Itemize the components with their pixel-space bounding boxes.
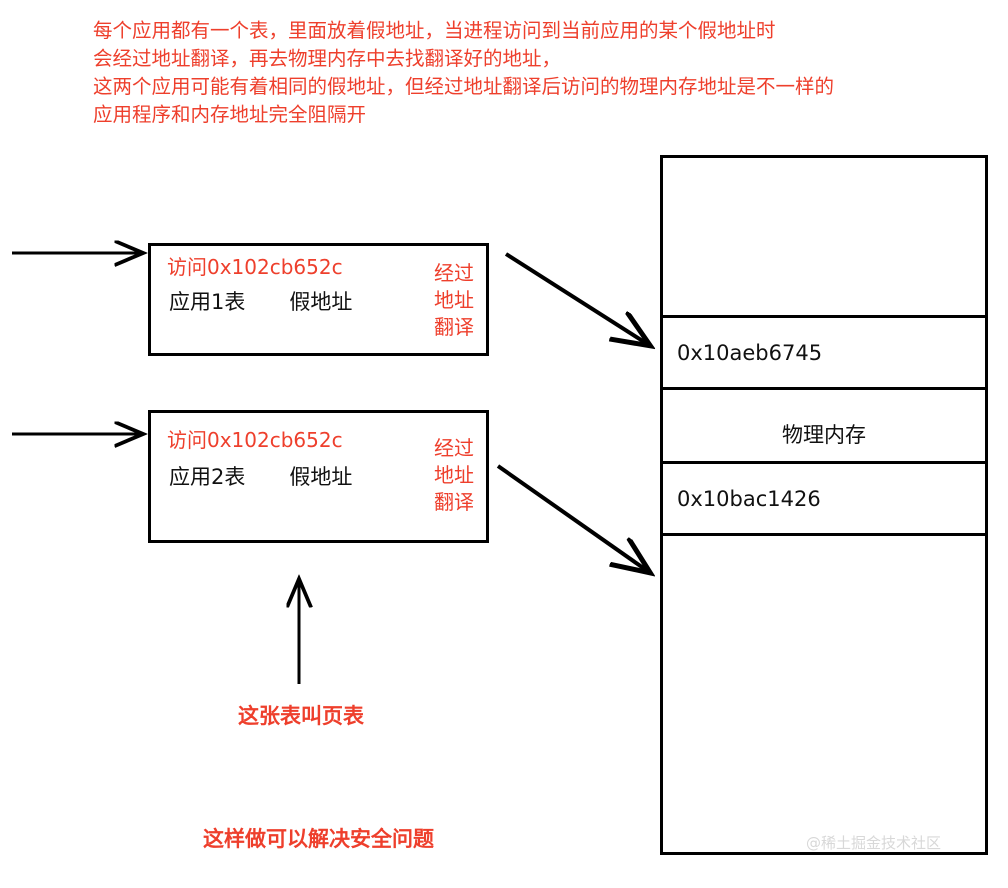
physical-memory-column: 0x10aeb6745 物理内存 0x10bac1426: [660, 155, 988, 855]
watermark: @稀土掘金技术社区: [806, 834, 942, 852]
app1-fake-address-label: 假地址: [289, 290, 353, 314]
memory-cell-0x10bac1426: 0x10bac1426: [663, 464, 985, 536]
physical-memory-label: 物理内存: [782, 423, 866, 447]
app2-fake-address-label: 假地址: [289, 465, 353, 489]
memory-cell-empty-bottom: [663, 536, 985, 852]
app1-translation-note: 经过 地址 翻译: [430, 260, 478, 341]
annotation-line-2: 会经过地址翻译，再去物理内存中去找翻译好的地址，: [93, 47, 562, 70]
app2-translation-note: 经过 地址 翻译: [430, 435, 478, 516]
caption-security: 这样做可以解决安全问题: [203, 827, 434, 851]
app2-page-table-box: 访问0x102cb652c 应用2表 假地址 经过 地址 翻译: [148, 410, 489, 543]
memory-cell-3-address: 0x10bac1426: [677, 486, 821, 511]
app1-row: 应用1表 假地址: [169, 288, 352, 316]
arrow-app1-to-memory: [504, 252, 649, 345]
app2-translation-line-2: 地址: [434, 463, 474, 487]
memory-cell-1-address: 0x10aeb6745: [677, 340, 823, 365]
annotation-line-1: 每个应用都有一个表，里面放着假地址，当进程访问到当前应用的某个假地址时: [93, 19, 776, 42]
memory-cell-empty-top: [663, 158, 985, 318]
caption-page-table: 这张表叫页表: [238, 704, 364, 728]
app1-access-address: 访问0x102cb652c: [167, 255, 343, 279]
annotation-line-4: 应用程序和内存地址完全阻隔开: [93, 103, 367, 126]
app1-translation-line-2: 地址: [434, 288, 474, 312]
app2-table-label: 应用2表: [169, 465, 246, 489]
header-annotation: 每个应用都有一个表，里面放着假地址，当进程访问到当前应用的某个假地址时 会经过地…: [93, 17, 973, 129]
memory-cell-0x10aeb6745: 0x10aeb6745: [663, 318, 985, 390]
app2-translation-line-3: 翻译: [434, 490, 474, 514]
memory-cell-label: 物理内存: [663, 390, 985, 464]
annotation-line-3: 这两个应用可能有着相同的假地址，但经过地址翻译后访问的物理内存地址是不一样的: [93, 75, 835, 98]
app1-table-label: 应用1表: [169, 290, 246, 314]
app1-page-table-box: 访问0x102cb652c 应用1表 假地址 经过 地址 翻译: [148, 243, 489, 356]
app1-translation-line-3: 翻译: [434, 315, 474, 339]
app2-row: 应用2表 假地址: [169, 463, 352, 491]
app1-translation-line-1: 经过: [434, 261, 474, 285]
arrow-app2-to-memory: [496, 464, 649, 572]
app2-translation-line-1: 经过: [434, 436, 474, 460]
app2-access-address: 访问0x102cb652c: [167, 428, 343, 452]
